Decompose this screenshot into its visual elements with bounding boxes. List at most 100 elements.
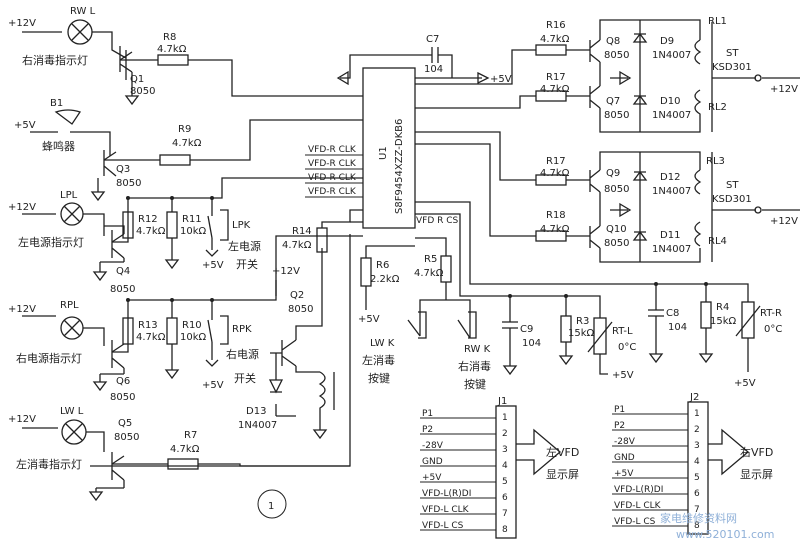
q7-type: 8050 bbox=[604, 110, 629, 121]
indicator-rpl: +12V RPL 右电源指示灯 Q6 8050 R13 4.7kΩ R10 10… bbox=[8, 235, 363, 403]
connector-pin-label: +5V bbox=[614, 469, 634, 479]
r4-value: 15kΩ bbox=[710, 316, 737, 327]
r5-value: 4.7kΩ bbox=[414, 268, 444, 279]
lwk-ref: LW K bbox=[370, 338, 395, 349]
d13-type: 1N4007 bbox=[238, 420, 277, 431]
q9-ref: Q9 bbox=[606, 168, 620, 179]
q4-ref: Q4 bbox=[116, 266, 130, 277]
watermark-cn: 家电维修资料网 bbox=[660, 511, 737, 525]
st2-ref: ST bbox=[726, 180, 739, 191]
r9-ref: R9 bbox=[178, 124, 191, 135]
b1-label: 蜂鸣器 bbox=[42, 139, 75, 153]
watermark-url: www.520101.com bbox=[676, 528, 774, 541]
c9-ref: C9 bbox=[520, 324, 533, 335]
rpl-lamp: RPL bbox=[60, 300, 79, 311]
r6-value: 2.2kΩ bbox=[370, 274, 400, 285]
c7-ref: C7 bbox=[426, 34, 439, 45]
connector-pin-number: 7 bbox=[694, 505, 700, 515]
relay-rl4: RL4 bbox=[708, 236, 727, 247]
q1-ref: Q1 bbox=[130, 74, 144, 85]
ic-u1: U1 S8F9454XZZ-DKB6 bbox=[362, 67, 416, 229]
connector-pin-label: +5V bbox=[422, 473, 442, 483]
r6-supply: +5V bbox=[358, 314, 380, 325]
d13-ref: D13 bbox=[246, 406, 266, 417]
connector-pin-label: GND bbox=[614, 453, 635, 463]
indicator-lwl: +12V LW L 左消毒指示灯 Q5 8050 R7 4.7kΩ bbox=[8, 406, 350, 502]
connector-pin-label: GND bbox=[422, 457, 443, 467]
buzzer-b1: B1 +5V 蜂鸣器 Q3 8050 R9 4.7kΩ bbox=[14, 98, 363, 202]
r8-ref: R8 bbox=[163, 32, 176, 43]
rtr-temp: 0°C bbox=[764, 324, 782, 335]
lwl-lamp: LW L bbox=[60, 406, 84, 417]
lpl-voltage: +12V bbox=[8, 202, 36, 213]
r10-ref: R10 bbox=[182, 320, 202, 331]
q6-ref: Q6 bbox=[116, 376, 130, 387]
connector-pin-number: 1 bbox=[502, 413, 508, 423]
r16-ref: R16 bbox=[546, 20, 566, 31]
c8-value: 104 bbox=[668, 322, 687, 333]
d11-type: 1N4007 bbox=[652, 244, 691, 255]
r4-ref: R4 bbox=[716, 302, 729, 313]
q6-type: 8050 bbox=[110, 392, 135, 403]
connector-pin-number: 3 bbox=[502, 445, 508, 455]
rtl-temp: 0°C bbox=[618, 342, 636, 353]
j2-label2: 显示屏 bbox=[740, 468, 773, 481]
d10-type: 1N4007 bbox=[652, 110, 691, 121]
r17a-ref: R17 bbox=[546, 72, 566, 83]
connector-pin-label: -28V bbox=[614, 437, 636, 447]
connector-pin-number: 4 bbox=[502, 461, 508, 471]
rwk-ref: RW K bbox=[464, 344, 491, 355]
j1-ref: J1 bbox=[497, 396, 507, 407]
q9-type: 8050 bbox=[604, 184, 629, 195]
r7-ref: R7 bbox=[184, 430, 197, 441]
rwl-lamp: RW L bbox=[70, 6, 96, 17]
rpk-supply: +5V bbox=[202, 380, 224, 391]
j2-label: 右VFD bbox=[740, 445, 773, 459]
lpk-label2: 开关 bbox=[236, 257, 258, 271]
lpk-supply: +5V bbox=[202, 260, 224, 271]
rt-left-section: C9 104 R3 15kΩ RT-L 0°C +5V bbox=[415, 213, 636, 381]
ic-ref: U1 bbox=[378, 146, 389, 160]
c7-supply: +5V bbox=[490, 74, 512, 85]
lwk-label: 左消毒 bbox=[362, 353, 395, 367]
d11-ref: D11 bbox=[660, 230, 680, 241]
d12-ref: D12 bbox=[660, 172, 680, 183]
q3-ref: Q3 bbox=[116, 164, 130, 175]
rtl-supply: +5V bbox=[612, 370, 634, 381]
connector-pin-label: P2 bbox=[422, 425, 433, 435]
r17b-ref: R17 bbox=[546, 156, 566, 167]
lpk-ref: LPK bbox=[232, 220, 251, 231]
connector-pin-label: P1 bbox=[422, 409, 433, 419]
connector-pin-number: 5 bbox=[694, 473, 700, 483]
rtr-ref: RT-R bbox=[760, 308, 782, 319]
connector-pin-number: 1 bbox=[694, 409, 700, 419]
q4-type: 8050 bbox=[110, 284, 135, 295]
j1-label2: 显示屏 bbox=[546, 468, 579, 481]
r3-ref: R3 bbox=[576, 316, 589, 327]
r14-value: 4.7kΩ bbox=[282, 240, 312, 251]
q7-ref: Q7 bbox=[606, 96, 620, 107]
b1-voltage: +5V bbox=[14, 120, 36, 131]
connector-pin-label: VFD-L(R)DI bbox=[422, 489, 471, 499]
q10-ref: Q10 bbox=[606, 224, 627, 235]
q5-ref: Q5 bbox=[118, 418, 132, 429]
r11-value: 10kΩ bbox=[180, 226, 207, 237]
key-section: R6 2.2kΩ R5 4.7kΩ +5V LW K 左消毒 按键 RW K 右… bbox=[358, 237, 491, 391]
connector-pin-label: VFD-L CLK bbox=[422, 505, 470, 515]
d12-type: 1N4007 bbox=[652, 186, 691, 197]
q2-type: 8050 bbox=[288, 304, 313, 315]
c7-value: 104 bbox=[424, 64, 443, 75]
st1-ref: ST bbox=[726, 48, 739, 59]
lpk-label: 左电源 bbox=[228, 239, 261, 253]
r13-value: 4.7kΩ bbox=[136, 332, 166, 343]
q8-type: 8050 bbox=[604, 50, 629, 61]
signal-clk-2: VFD-R CLK bbox=[308, 159, 357, 169]
rtr-supply: +5V bbox=[734, 378, 756, 389]
j1-label: 左VFD bbox=[546, 446, 579, 459]
q2-ref: Q2 bbox=[290, 290, 304, 301]
rwk-label2: 按键 bbox=[464, 377, 486, 391]
lpl-lamp: LPL bbox=[60, 190, 78, 201]
figure-number: 1 bbox=[268, 501, 274, 512]
c9-value: 104 bbox=[522, 338, 541, 349]
capacitor-c7: C7 104 +5V bbox=[336, 34, 512, 86]
